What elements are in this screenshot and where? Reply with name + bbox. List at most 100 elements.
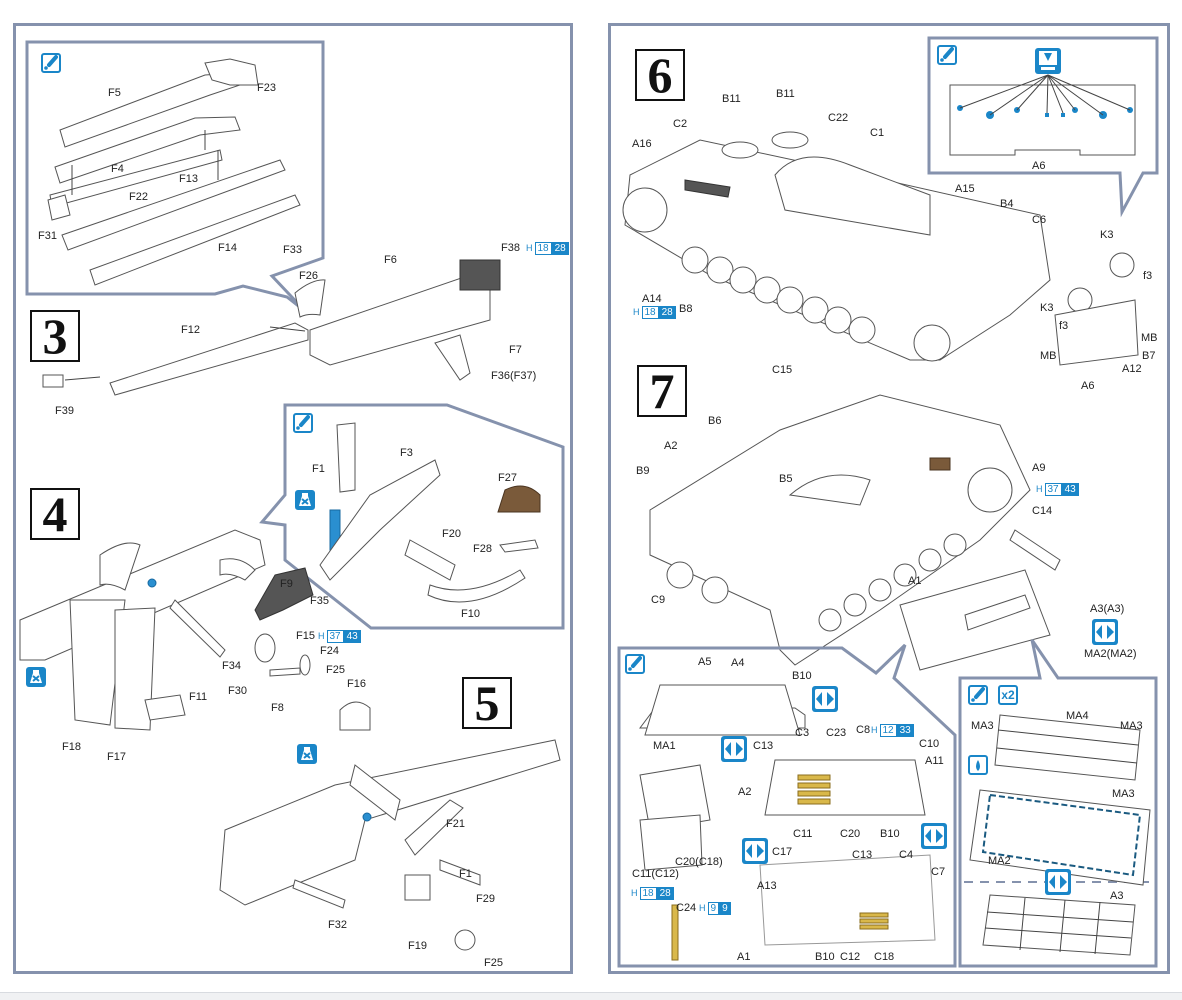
- option-arrows-icon: [1092, 619, 1118, 645]
- part-label: A3: [1110, 890, 1124, 902]
- bend-icon: [968, 755, 988, 775]
- hull-drawing-step7: [649, 394, 1061, 671]
- part-label: F33: [283, 244, 302, 256]
- part-label: F15: [296, 630, 315, 642]
- callout-frame: [25, 40, 325, 314]
- option-arrows-icon: [742, 838, 768, 864]
- part-label: C7: [931, 866, 946, 878]
- step-number: 7: [637, 365, 687, 417]
- part-label: MB: [1141, 332, 1158, 344]
- part-label: F39: [55, 405, 74, 417]
- step-number: 6: [635, 49, 685, 101]
- part-label: F20: [442, 528, 461, 540]
- callout-frame: [927, 36, 1159, 218]
- part-label: C13: [753, 740, 774, 752]
- part-label: A4: [731, 657, 745, 669]
- part-label: C2: [673, 118, 688, 130]
- part-label: A15: [955, 183, 975, 195]
- part-label: F38: [501, 242, 520, 254]
- hull-drawing-step6: [622, 131, 1139, 366]
- part-label: C1: [870, 127, 885, 139]
- step-number: 3: [30, 310, 80, 362]
- part-label: C8: [856, 724, 871, 736]
- glue-icon: [968, 685, 988, 705]
- part-label: F18: [62, 741, 81, 753]
- no-glue-icon: [297, 744, 317, 764]
- part-label: F23: [257, 82, 276, 94]
- part-label: F19: [408, 940, 427, 952]
- part-label: F30: [228, 685, 247, 697]
- part-label: C3: [795, 727, 810, 739]
- part-label: B10: [792, 670, 812, 682]
- part-label: K3: [1040, 302, 1054, 314]
- part-label: F24: [320, 645, 339, 657]
- part-label: C4: [899, 849, 914, 861]
- part-label: MA1: [653, 740, 676, 752]
- part-label: C13: [852, 849, 873, 861]
- part-label: C6: [1032, 214, 1047, 226]
- part-label: F12: [181, 324, 200, 336]
- part-label: F5: [108, 87, 121, 99]
- part-label: B9: [636, 465, 650, 477]
- interior-parts-drawing: [639, 684, 936, 961]
- part-label: C20: [840, 828, 861, 840]
- part-label: MA4: [1066, 710, 1089, 722]
- part-label: MB: [1040, 350, 1057, 362]
- part-label: A11: [925, 755, 944, 767]
- part-label: C18: [874, 951, 895, 963]
- callout-frame: [259, 403, 565, 630]
- part-label: F1: [459, 868, 472, 880]
- part-label: A13: [757, 880, 777, 892]
- part-label: F36(F37): [491, 370, 537, 382]
- repeat-icon: x2: [998, 685, 1018, 705]
- step4-detail-callout: [0, 0, 580, 700]
- part-label: F1: [312, 463, 325, 475]
- paint-code-badge: H 12 33: [871, 724, 914, 737]
- part-label: B6: [708, 415, 722, 427]
- option-arrows-icon: [812, 686, 838, 712]
- hull-plate-drawing: [949, 74, 1136, 156]
- part-label: B11: [776, 88, 795, 100]
- part-label: F9: [280, 578, 293, 590]
- part-label: A1: [908, 575, 922, 587]
- part-label: C12: [840, 951, 861, 963]
- option-arrows-icon: [921, 823, 947, 849]
- part-label: B4: [1000, 198, 1014, 210]
- gun-assembly-drawing: [219, 701, 561, 951]
- paint-code-badge: H 18 28: [526, 242, 569, 255]
- elevation-gear-drawing: [319, 422, 541, 603]
- paint-code-badge: H 18 28: [633, 306, 676, 319]
- part-label: B7: [1142, 350, 1156, 362]
- part-label: F10: [461, 608, 480, 620]
- part-label: F17: [107, 751, 126, 763]
- part-label: F29: [476, 893, 495, 905]
- glue-icon: [293, 413, 313, 433]
- drill-hole-icon: [1035, 48, 1061, 74]
- option-arrows-icon: [721, 736, 747, 762]
- part-label: B5: [779, 473, 793, 485]
- part-label: F11: [189, 691, 208, 703]
- part-label: f3: [1059, 320, 1069, 332]
- part-label: F32: [328, 919, 347, 931]
- part-label: MA3: [1120, 720, 1143, 732]
- part-label: A6: [1081, 380, 1095, 392]
- part-label: C14: [1032, 505, 1053, 517]
- step-number: 4: [30, 488, 80, 540]
- part-label: F26: [299, 270, 318, 282]
- part-label: C9: [651, 594, 666, 606]
- road-wheels: [622, 187, 951, 362]
- gun-carriage-drawing: [19, 529, 314, 731]
- option-arrows-icon: [1045, 869, 1071, 895]
- paint-code-badge: H 37 43: [318, 630, 361, 643]
- paint-code-badge: H 9 9: [699, 902, 731, 915]
- option-label: A3(A3): [1090, 603, 1125, 615]
- part-label: C22: [828, 112, 849, 124]
- part-label: F22: [129, 191, 148, 203]
- part-label: MA3: [971, 720, 994, 732]
- part-label: A2: [664, 440, 678, 452]
- page-bottom-edge: [0, 992, 1182, 1000]
- road-wheels: [666, 467, 1013, 632]
- option-label: MA2(MA2): [1084, 648, 1137, 660]
